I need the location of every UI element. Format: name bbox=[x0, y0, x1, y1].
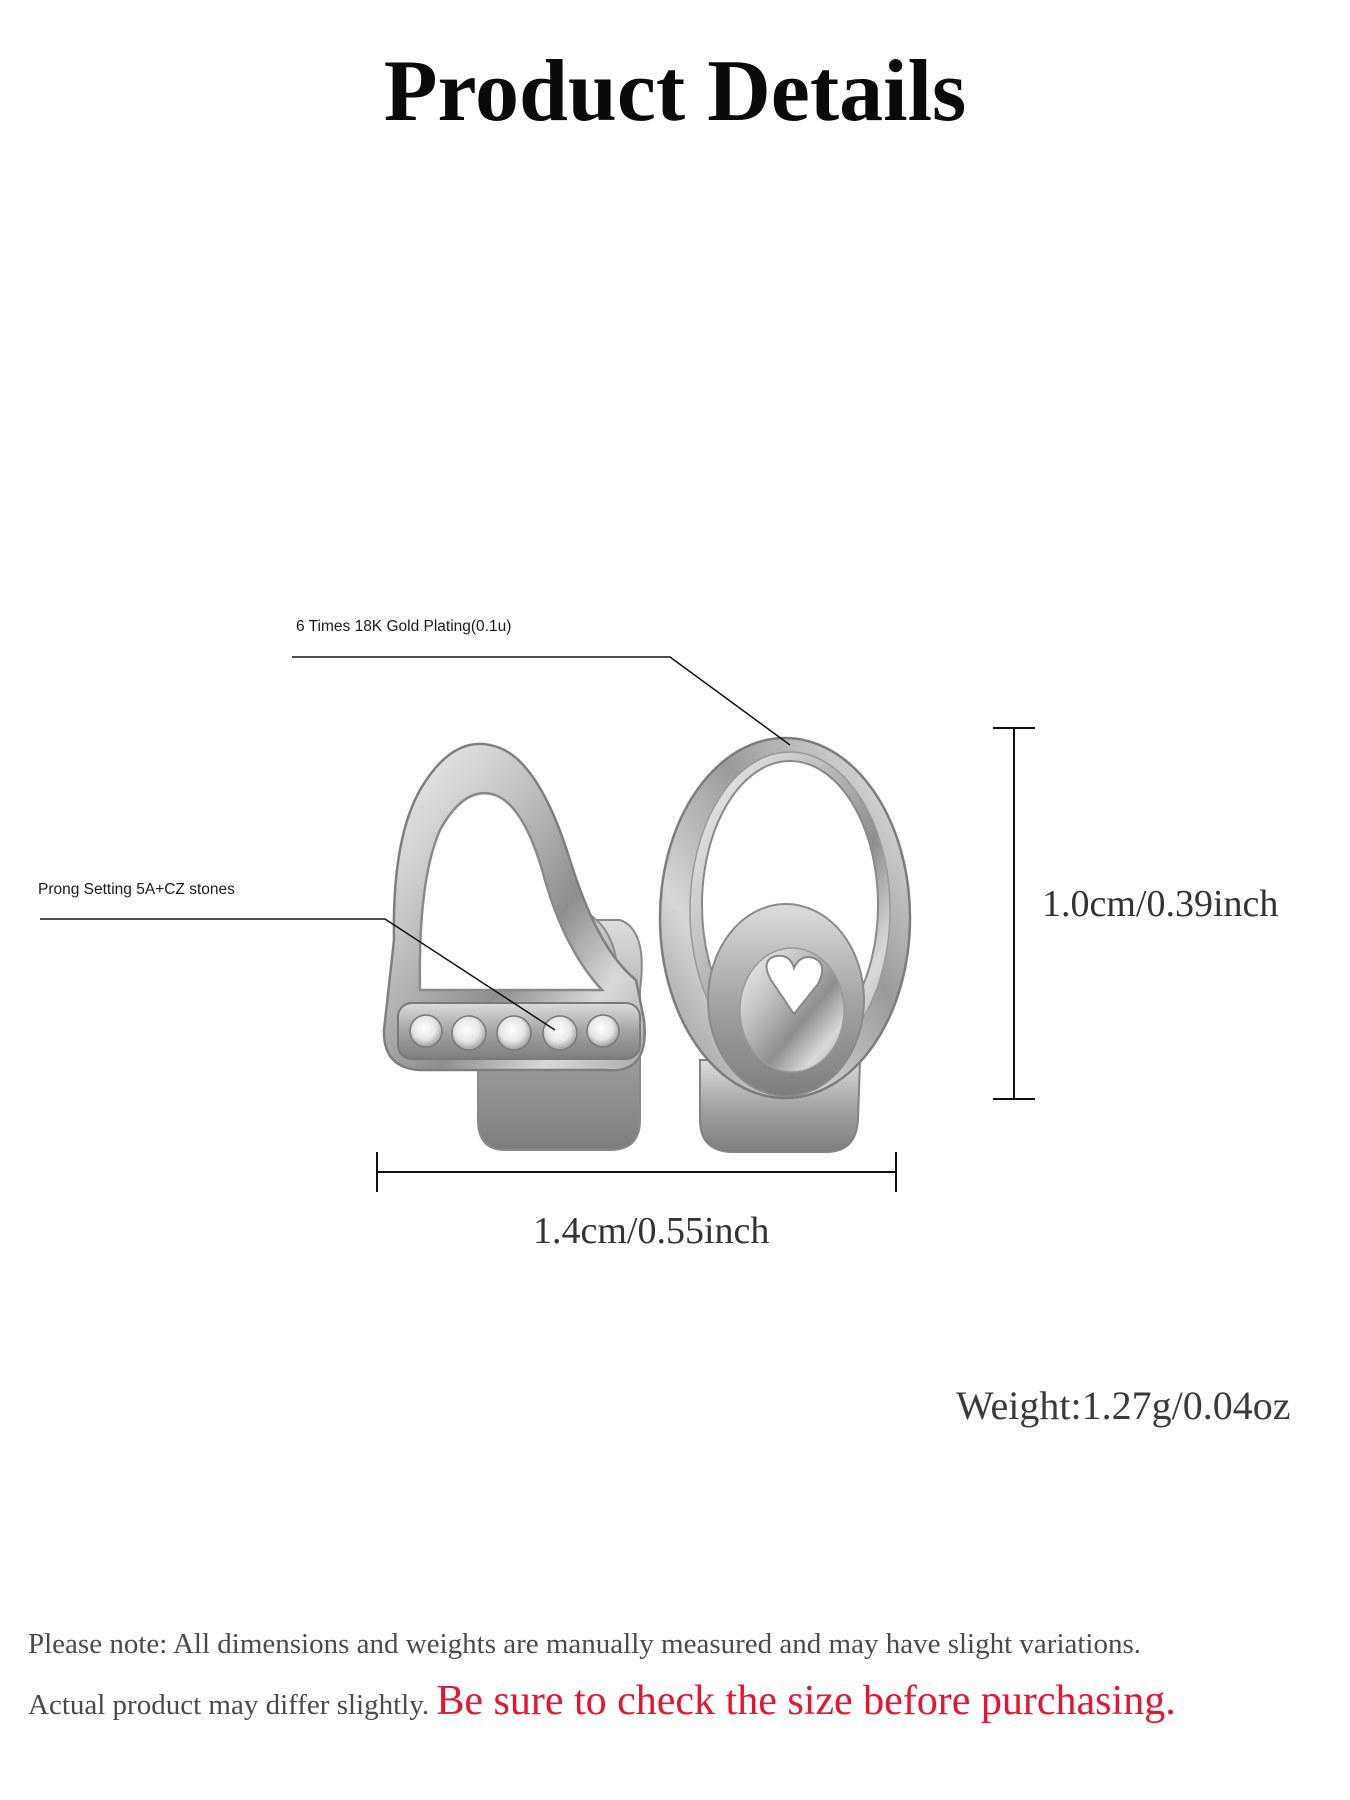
notice-line-2-prefix: Actual product may differ slightly. bbox=[28, 1689, 430, 1721]
stones-callout-label: Prong Setting 5A+CZ stones bbox=[38, 881, 235, 898]
right-tooth-frame bbox=[658, 736, 912, 1153]
stones-leader bbox=[40, 918, 556, 1031]
cz-stones bbox=[409, 1014, 620, 1051]
notice-line-1: Please note: All dimensions and weights … bbox=[28, 1628, 1142, 1660]
left-tooth-frame bbox=[382, 742, 646, 1151]
width-dimension-label: 1.4cm/0.55inch bbox=[533, 1210, 770, 1252]
height-dimension-label: 1.0cm/0.39inch bbox=[1042, 883, 1279, 925]
notice-size-warning: Be sure to check the size before purchas… bbox=[436, 1678, 1176, 1724]
plating-leader bbox=[292, 656, 791, 746]
height-dimension-marker bbox=[993, 727, 1035, 1100]
page-title: Product Details bbox=[383, 43, 967, 140]
plating-callout-label: 6 Times 18K Gold Plating(0.1u) bbox=[296, 618, 512, 635]
callout-lines bbox=[40, 656, 791, 1031]
notice-line-2: Actual product may differ slightly. Be s… bbox=[28, 1680, 1176, 1722]
width-dimension-marker bbox=[376, 1152, 897, 1192]
weight-label: Weight:1.27g/0.04oz bbox=[956, 1383, 1291, 1428]
